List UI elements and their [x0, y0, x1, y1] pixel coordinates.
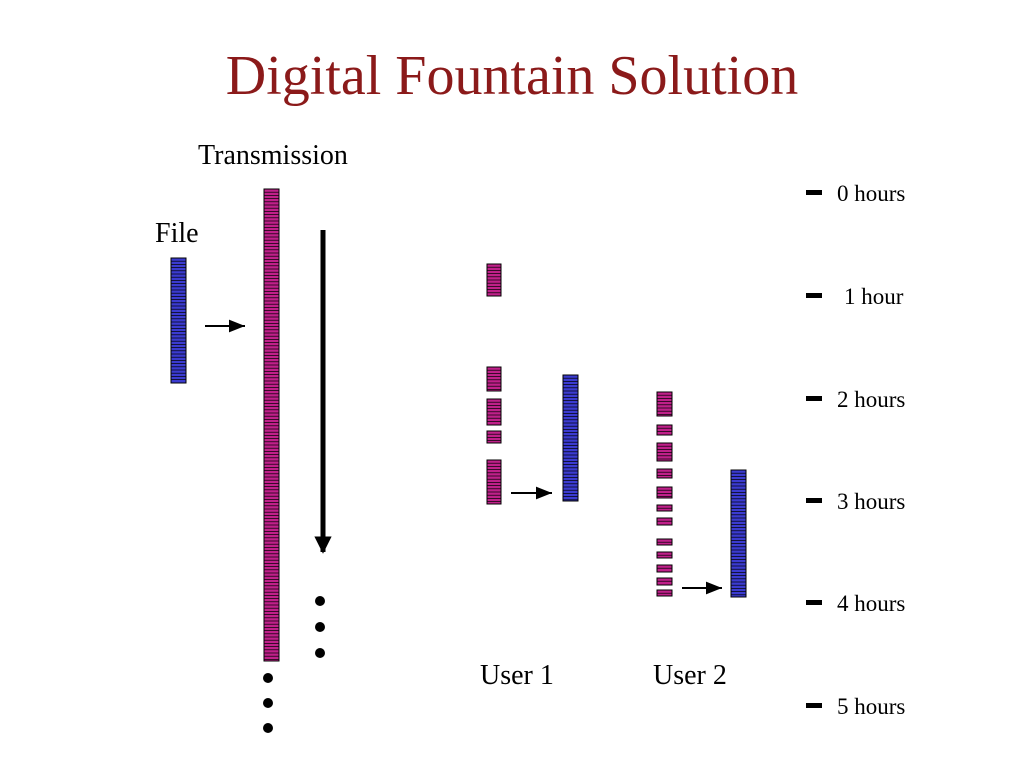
timeline-tick-0	[806, 190, 822, 195]
timeline-tick-3	[806, 498, 822, 503]
file-packet-stack	[170, 257, 187, 384]
timeline-tick-5	[806, 703, 822, 708]
user1-file-block	[562, 374, 579, 502]
user1-reconstructed-file	[562, 374, 579, 502]
timeline-tick-1	[806, 293, 822, 298]
timeline-label-0: 0 hours	[837, 181, 906, 206]
timeline-label-5: 5 hours	[837, 694, 906, 719]
continuation-dots-transmission	[263, 673, 273, 733]
user2-reconstructed-file	[730, 469, 747, 598]
user1-packet-group	[486, 430, 502, 444]
file-packet-block	[170, 257, 187, 384]
user2-label: User 2	[653, 660, 727, 691]
user1-packet-group	[486, 366, 502, 392]
transmission-packet-block	[263, 188, 280, 662]
user2-packet-group	[656, 486, 673, 499]
user1-packet-group	[486, 459, 502, 505]
timeline-label-4: 4 hours	[837, 591, 906, 616]
user2-packet-group	[656, 424, 673, 436]
timeline-label-3: 3 hours	[837, 489, 906, 514]
timeline-label-1: 1 hour	[844, 284, 904, 309]
timeline-tick-2	[806, 396, 822, 401]
slide-title: Digital Fountain Solution	[225, 45, 799, 107]
user2-packet-group	[656, 442, 673, 462]
timeline-label-2: 2 hours	[837, 387, 906, 412]
user2-packet-group	[656, 468, 673, 479]
user1-label: User 1	[480, 660, 554, 691]
user2-received-packets	[656, 391, 673, 597]
timeline-tick-4	[806, 600, 822, 605]
user1-received-packets	[486, 263, 502, 505]
user2-packet-group	[656, 391, 673, 417]
file-label: File	[155, 218, 199, 249]
continuation-dots-time	[315, 596, 325, 658]
transmission-label: Transmission	[198, 140, 348, 171]
transmission-packet-stack	[263, 188, 280, 662]
